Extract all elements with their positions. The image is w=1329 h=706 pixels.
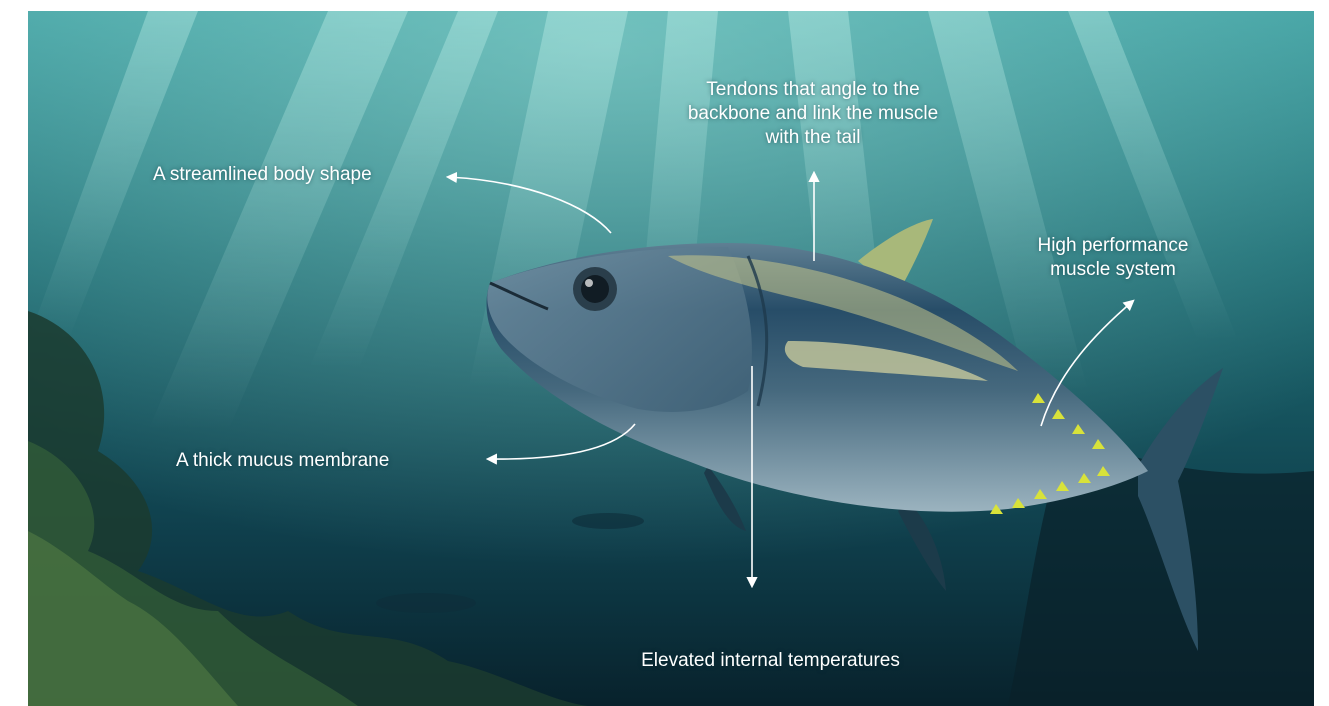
annotation-muscle-system: High performance muscle system (998, 234, 1228, 282)
annotation-streamlined-body: A streamlined body shape (153, 163, 443, 187)
annotation-tendons: Tendons that angle to the backbone and l… (638, 78, 988, 150)
photo-frame: A streamlined body shape Tendons that an… (28, 11, 1314, 706)
annotation-mucus-membrane: A thick mucus membrane (176, 449, 466, 473)
annotation-internal-temperature: Elevated internal temperatures (583, 649, 958, 673)
